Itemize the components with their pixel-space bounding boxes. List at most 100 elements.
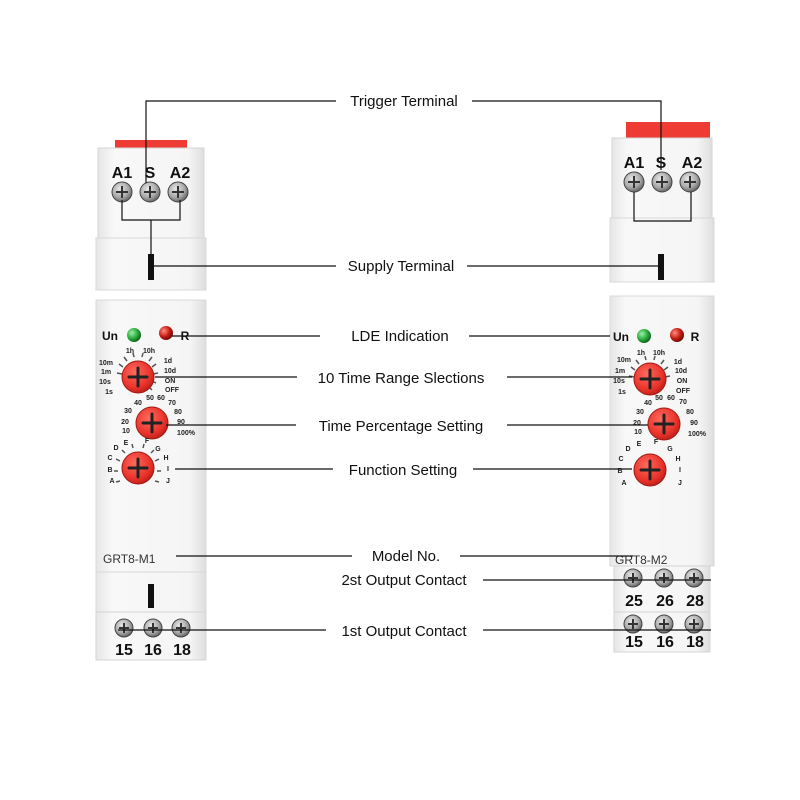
terminal-label-18: 18	[173, 642, 191, 659]
function-label: D	[625, 446, 630, 453]
function-label: E	[637, 441, 642, 448]
percent-label: 70	[168, 400, 176, 407]
range-label: 1h	[637, 350, 645, 357]
percent-label: 80	[686, 409, 694, 416]
range-label: OFF	[676, 388, 691, 395]
percent-label: 90	[690, 420, 698, 427]
time-range-ticks	[116, 352, 159, 391]
callout-trigger-terminal: Trigger Terminal	[350, 93, 458, 110]
percent-label: 30	[636, 409, 644, 416]
din-rail-slot	[658, 254, 664, 280]
screw-icon[interactable]	[623, 171, 645, 193]
screw-icon[interactable]	[167, 181, 189, 203]
range-label: 10h	[143, 348, 155, 355]
percent-label: 20	[121, 419, 129, 426]
led-label-un: Un	[613, 330, 629, 344]
power-led-icon	[127, 328, 141, 342]
terminal-label-a2: A2	[170, 165, 191, 182]
range-label: 1m	[615, 368, 625, 375]
terminal-label-25: 25	[625, 593, 643, 610]
screw-icon[interactable]	[654, 614, 674, 634]
screw-icon[interactable]	[684, 568, 704, 588]
callout-supply-terminal: Supply Terminal	[348, 258, 454, 275]
percent-label: 10	[122, 428, 130, 435]
range-label: 1d	[674, 359, 682, 366]
callout-model-no: Model No.	[372, 548, 440, 565]
function-label: C	[107, 455, 112, 462]
terminal-label-18: 18	[686, 634, 704, 651]
led-label-un: Un	[102, 329, 118, 343]
range-label: ON	[165, 378, 176, 385]
relay-led-icon	[670, 328, 684, 342]
time-range-dial[interactable]	[633, 362, 667, 396]
function-dial[interactable]	[633, 453, 667, 487]
function-label: F	[145, 438, 150, 445]
time-percentage-dial[interactable]	[135, 406, 169, 440]
terminal-label-16: 16	[656, 634, 674, 651]
supply-bracket-right	[633, 192, 692, 222]
callout-time-percentage: Time Percentage Setting	[319, 418, 484, 435]
terminal-label-16: 16	[144, 642, 162, 659]
function-label: A	[109, 478, 114, 485]
callout-led-indication: LDE Indication	[351, 328, 449, 345]
screw-icon[interactable]	[654, 568, 674, 588]
screw-icon[interactable]	[114, 618, 134, 638]
function-label: H	[163, 455, 168, 462]
screw-icon[interactable]	[679, 171, 701, 193]
screw-icon[interactable]	[623, 614, 643, 634]
percent-label: 50	[655, 395, 663, 402]
time-range-dial[interactable]	[121, 360, 155, 394]
percent-label: 70	[679, 399, 687, 406]
percent-label: 60	[157, 395, 165, 402]
percent-label: 20	[633, 420, 641, 427]
time-percentage-dial[interactable]	[647, 407, 681, 441]
led-label-r: R	[691, 330, 700, 344]
range-label: 1d	[164, 358, 172, 365]
range-label: OFF	[165, 387, 180, 394]
terminal-label-15: 15	[115, 642, 133, 659]
percent-label: 10	[634, 429, 642, 436]
screw-icon[interactable]	[139, 181, 161, 203]
supply-leader-left	[121, 200, 336, 267]
range-label: 10d	[164, 368, 176, 375]
range-label: 1m	[101, 369, 111, 376]
function-label: D	[113, 445, 118, 452]
range-label: 10h	[653, 350, 665, 357]
screw-icon[interactable]	[623, 568, 643, 588]
screw-icon[interactable]	[651, 171, 673, 193]
trigger-leader-left	[145, 100, 336, 183]
terminal-label-a1: A1	[624, 155, 645, 172]
range-label: 10d	[675, 368, 687, 375]
terminal-label-28: 28	[686, 593, 704, 610]
function-label: E	[124, 440, 129, 447]
function-ticks	[114, 443, 161, 483]
function-label: B	[617, 468, 622, 475]
screw-icon[interactable]	[684, 614, 704, 634]
relay-led-icon	[159, 326, 173, 340]
screw-icon[interactable]	[171, 618, 191, 638]
function-label: A	[621, 480, 626, 487]
percent-label: 90	[177, 419, 185, 426]
callout-time-range: 10 Time Range Slections	[318, 370, 485, 387]
terminal-label-s: S	[145, 165, 156, 182]
screw-icon[interactable]	[111, 181, 133, 203]
percent-label: 60	[667, 395, 675, 402]
range-label: 10s	[99, 379, 111, 386]
terminal-label-15: 15	[625, 634, 643, 651]
relay-device-m2: A1 S A2 Un R 10m 1h 10h 1m 10s 1s 1d 10d…	[609, 122, 715, 653]
din-rail-slot-lower	[148, 584, 154, 608]
function-label: J	[678, 480, 682, 487]
function-label: C	[618, 456, 623, 463]
screw-icon[interactable]	[143, 618, 163, 638]
top-clip-tab	[626, 122, 710, 138]
function-label: H	[675, 456, 680, 463]
terminal-label-26: 26	[656, 593, 674, 610]
din-rail-slot	[148, 254, 154, 280]
leader-lines	[118, 100, 711, 631]
terminal-label-a1: A1	[112, 165, 133, 182]
relay-device-m1: A1 S A2 Un R 10m 1h 10h 1m 10s 1s 1d 10d…	[95, 140, 207, 661]
percent-label: 40	[134, 400, 142, 407]
function-dial[interactable]	[121, 451, 155, 485]
function-label: G	[155, 446, 161, 453]
